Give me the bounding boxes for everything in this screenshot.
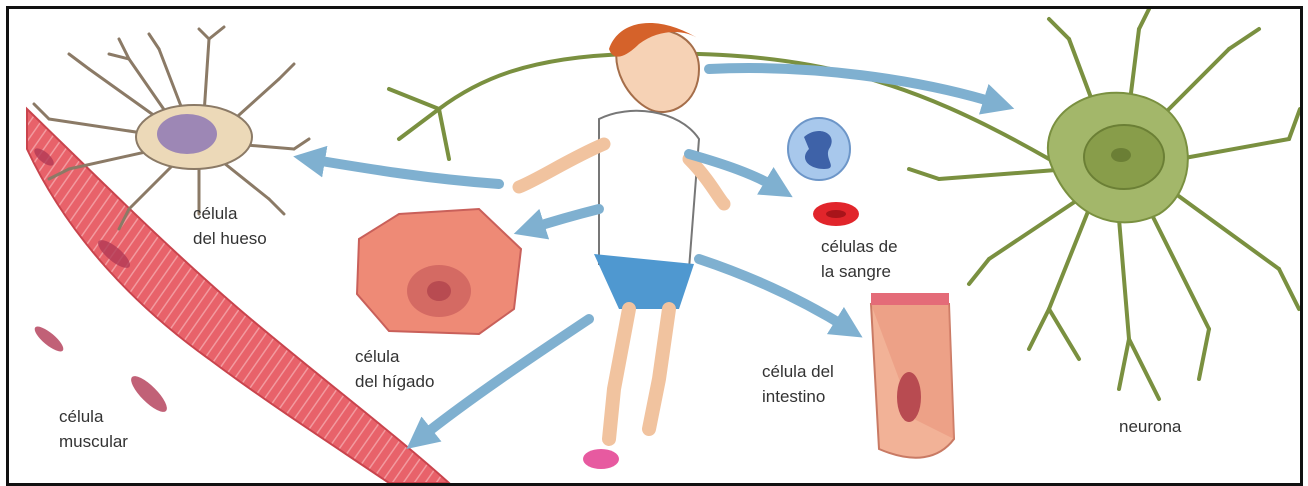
liver-cell [357,209,521,334]
blood-cells [788,118,859,226]
intestine-cell [871,293,954,458]
label-neuron: neurona [1119,414,1181,439]
runner-figure [519,23,724,469]
label-intestine-cell: célula del intestino [762,359,834,409]
arrow-to-liver-cell [529,209,599,229]
label-muscle-cell: célula muscular [59,404,128,454]
arrow-to-muscle-cell [419,319,589,439]
arrow-to-neuron [709,68,999,104]
label-bone-cell: célula del hueso [193,201,267,251]
label-blood-cells: células de la sangre [821,234,898,284]
arrow-to-bone-cell [309,159,499,184]
cell-types-diagram: célula del hueso célula del hígado célul… [6,6,1303,486]
label-liver-cell: célula del hígado [355,344,434,394]
